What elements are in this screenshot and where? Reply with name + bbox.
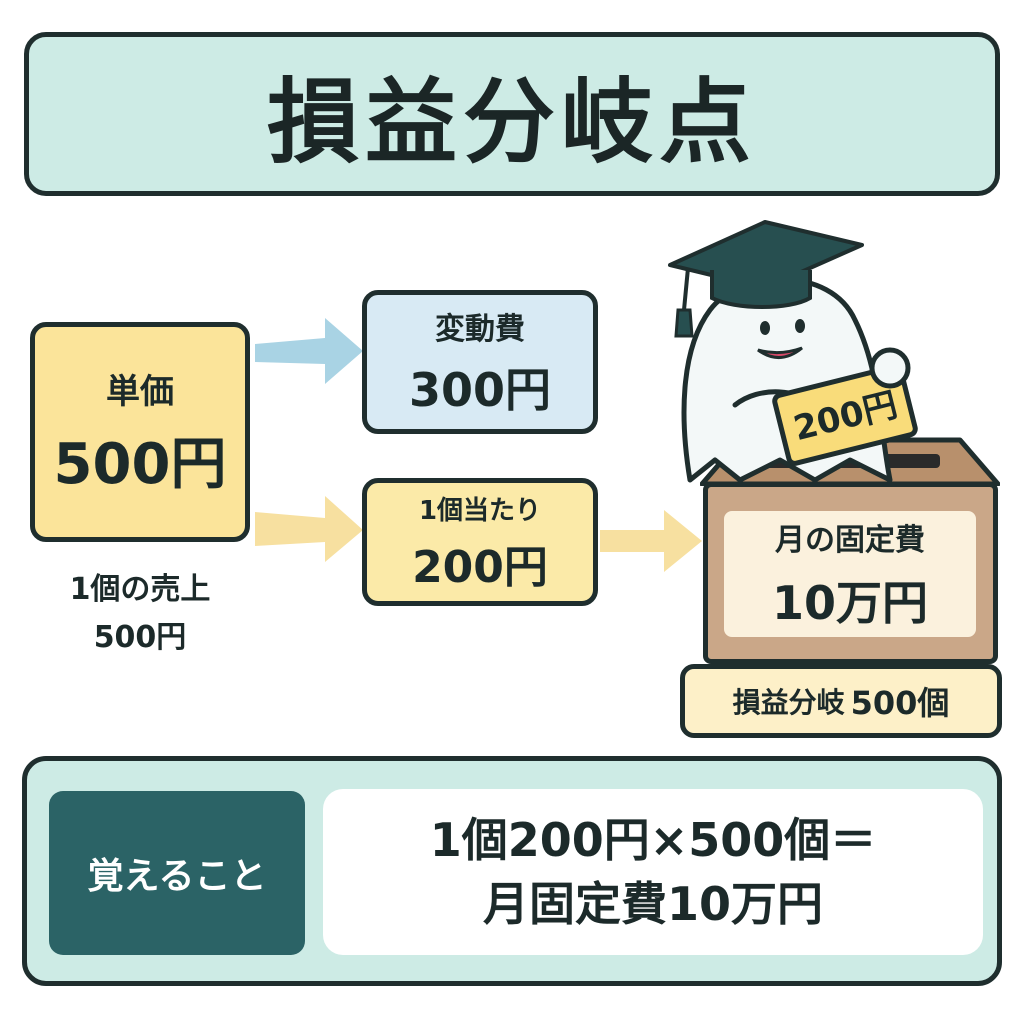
graduation-cap-icon bbox=[668, 220, 864, 338]
memo-tag: 覚えること bbox=[49, 791, 305, 955]
formula-box: 1個200円×500個＝ 月固定費10万円 bbox=[323, 789, 983, 955]
fixed-cost-value: 10万円 bbox=[771, 576, 928, 630]
per-unit-label: 1個当たり bbox=[418, 495, 542, 526]
variable-cost-value: 300円 bbox=[408, 363, 552, 417]
per-unit-value: 200円 bbox=[412, 541, 548, 593]
sales-note-line2: 500円 bbox=[93, 620, 187, 655]
break-even-value: 500個 bbox=[850, 684, 950, 722]
formula-line2: 月固定費10万円 bbox=[482, 877, 823, 931]
variable-cost-label: 変動費 bbox=[435, 312, 525, 347]
formula-line1: 1個200円×500個＝ bbox=[429, 813, 877, 867]
fixed-cost-label-panel: 月の固定費 10万円 bbox=[724, 511, 976, 637]
per-unit-box: 1個当たり 200円 bbox=[362, 478, 598, 606]
unit-price-value: 500円 bbox=[53, 432, 227, 497]
fixed-cost-label: 月の固定費 bbox=[775, 523, 925, 558]
ghost-mascot: 200円 bbox=[668, 220, 918, 483]
arrow-to-variable-cost bbox=[255, 318, 363, 384]
fixed-cost-box: 月の固定費 10万円 bbox=[703, 482, 998, 664]
sales-note-line1: 1個の売上 bbox=[69, 572, 211, 607]
break-even-badge: 損益分岐 500個 bbox=[680, 664, 1002, 738]
coin-card: 200円 bbox=[772, 364, 918, 466]
page-title: 損益分岐点 bbox=[266, 68, 757, 176]
title-banner: 損益分岐点 bbox=[24, 32, 1000, 196]
arrow-to-per-unit bbox=[255, 496, 363, 562]
unit-price-label: 単価 bbox=[106, 372, 174, 412]
sales-note: 1個の売上 500円 bbox=[28, 566, 252, 662]
arrow-to-fixed-cost bbox=[600, 510, 702, 572]
variable-cost-box: 変動費 300円 bbox=[362, 290, 598, 434]
break-even-label: 損益分岐 bbox=[732, 686, 845, 719]
unit-price-box: 単価 500円 bbox=[30, 322, 250, 542]
summary-panel: 覚えること 1個200円×500個＝ 月固定費10万円 bbox=[22, 756, 1002, 986]
